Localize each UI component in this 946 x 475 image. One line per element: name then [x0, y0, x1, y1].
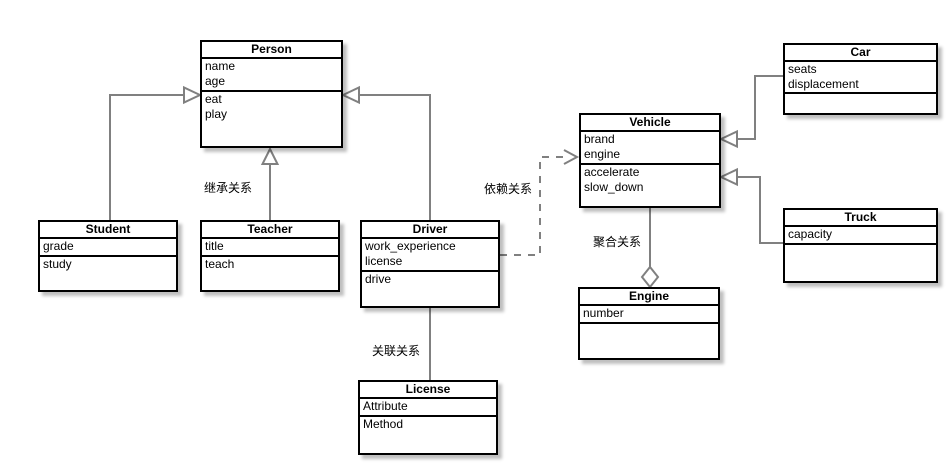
class-title: License	[360, 382, 496, 399]
methods-section	[580, 324, 718, 358]
attribute-row: name	[205, 59, 236, 73]
class-title: Teacher	[202, 222, 338, 239]
methods-section: drive	[362, 272, 498, 306]
method-row: eat	[205, 92, 222, 106]
attributes-section: grade	[40, 239, 176, 257]
edge-label-dependency: 依赖关系	[484, 182, 533, 196]
method-row: Method	[363, 417, 404, 431]
attribute-row: title	[205, 239, 224, 253]
open-arrow-icon	[563, 149, 580, 165]
attributes-section: number	[580, 306, 718, 324]
class-title: Truck	[785, 210, 936, 227]
edge-car-vehicle-inheritance[interactable]	[718, 75, 783, 149]
attributes-section: capacity	[785, 227, 936, 245]
class-title: Student	[40, 222, 176, 239]
edge-truck-vehicle-inheritance[interactable]	[718, 167, 783, 244]
edge-label-aggregation: 聚合关系	[593, 235, 642, 249]
methods-section: eat play	[202, 92, 341, 146]
attribute-row: displacement	[788, 77, 859, 91]
class-title: Vehicle	[581, 115, 719, 132]
attribute-row: license	[365, 254, 403, 268]
attributes-section: seats displacement	[785, 62, 936, 94]
attributes-section: brand engine	[581, 132, 719, 165]
methods-section: accelerate slow_down	[581, 165, 719, 206]
attributes-section: Attribute	[360, 399, 496, 417]
attribute-row: number	[583, 306, 624, 320]
edge-label-inheritance: 继承关系	[204, 181, 253, 195]
class-title: Driver	[362, 222, 498, 239]
methods-section: study	[40, 257, 176, 290]
attribute-row: seats	[788, 62, 817, 76]
edge-label-association: 关联关系	[372, 344, 421, 358]
attributes-section: work_experience license	[362, 239, 498, 272]
class-box-teacher[interactable]: Teacher title teach	[200, 220, 340, 292]
method-row: study	[43, 257, 72, 271]
class-box-student[interactable]: Student grade study	[38, 220, 178, 292]
class-title: Engine	[580, 289, 718, 306]
methods-section: teach	[202, 257, 338, 290]
attributes-section: title	[202, 239, 338, 257]
inheritance-triangle-icon	[718, 129, 738, 149]
class-box-person[interactable]: Person name age eat play	[200, 40, 343, 148]
edge-vehicle-engine-aggregation[interactable]	[640, 208, 660, 289]
edge-student-person-inheritance[interactable]	[109, 85, 203, 221]
inheritance-triangle-icon	[260, 146, 280, 165]
method-row: play	[205, 107, 228, 121]
method-row: drive	[365, 272, 392, 286]
edge-driver-person-inheritance[interactable]	[340, 85, 431, 221]
class-box-license[interactable]: License Attribute Method	[358, 380, 498, 455]
attribute-row: brand	[584, 132, 615, 146]
attribute-row: capacity	[788, 227, 833, 241]
methods-section	[785, 94, 936, 113]
attribute-row: engine	[584, 147, 621, 161]
attribute-row: grade	[43, 239, 74, 253]
method-row: teach	[205, 257, 235, 271]
methods-section: Method	[360, 417, 496, 453]
class-box-vehicle[interactable]: Vehicle brand engine accelerate slow_dow…	[579, 113, 721, 208]
method-row: slow_down	[584, 180, 644, 194]
edge-driver-vehicle-dependency[interactable]	[500, 149, 580, 256]
methods-section	[785, 245, 936, 281]
method-row: accelerate	[584, 165, 640, 179]
class-title: Car	[785, 45, 936, 62]
class-title: Person	[202, 42, 341, 59]
edge-teacher-person-inheritance[interactable]	[260, 146, 280, 220]
attributes-section: name age	[202, 59, 341, 92]
attribute-row: age	[205, 74, 226, 88]
class-box-engine[interactable]: Engine number	[578, 287, 720, 360]
inheritance-triangle-icon	[718, 167, 738, 187]
attribute-row: work_experience	[365, 239, 456, 253]
class-box-truck[interactable]: Truck capacity	[783, 208, 938, 283]
class-box-driver[interactable]: Driver work_experience license drive	[360, 220, 500, 308]
inheritance-triangle-icon	[183, 85, 203, 105]
inheritance-triangle-icon	[340, 85, 360, 105]
class-box-car[interactable]: Car seats displacement	[783, 43, 938, 115]
attribute-row: Attribute	[363, 399, 408, 413]
aggregation-diamond-icon	[640, 265, 660, 289]
